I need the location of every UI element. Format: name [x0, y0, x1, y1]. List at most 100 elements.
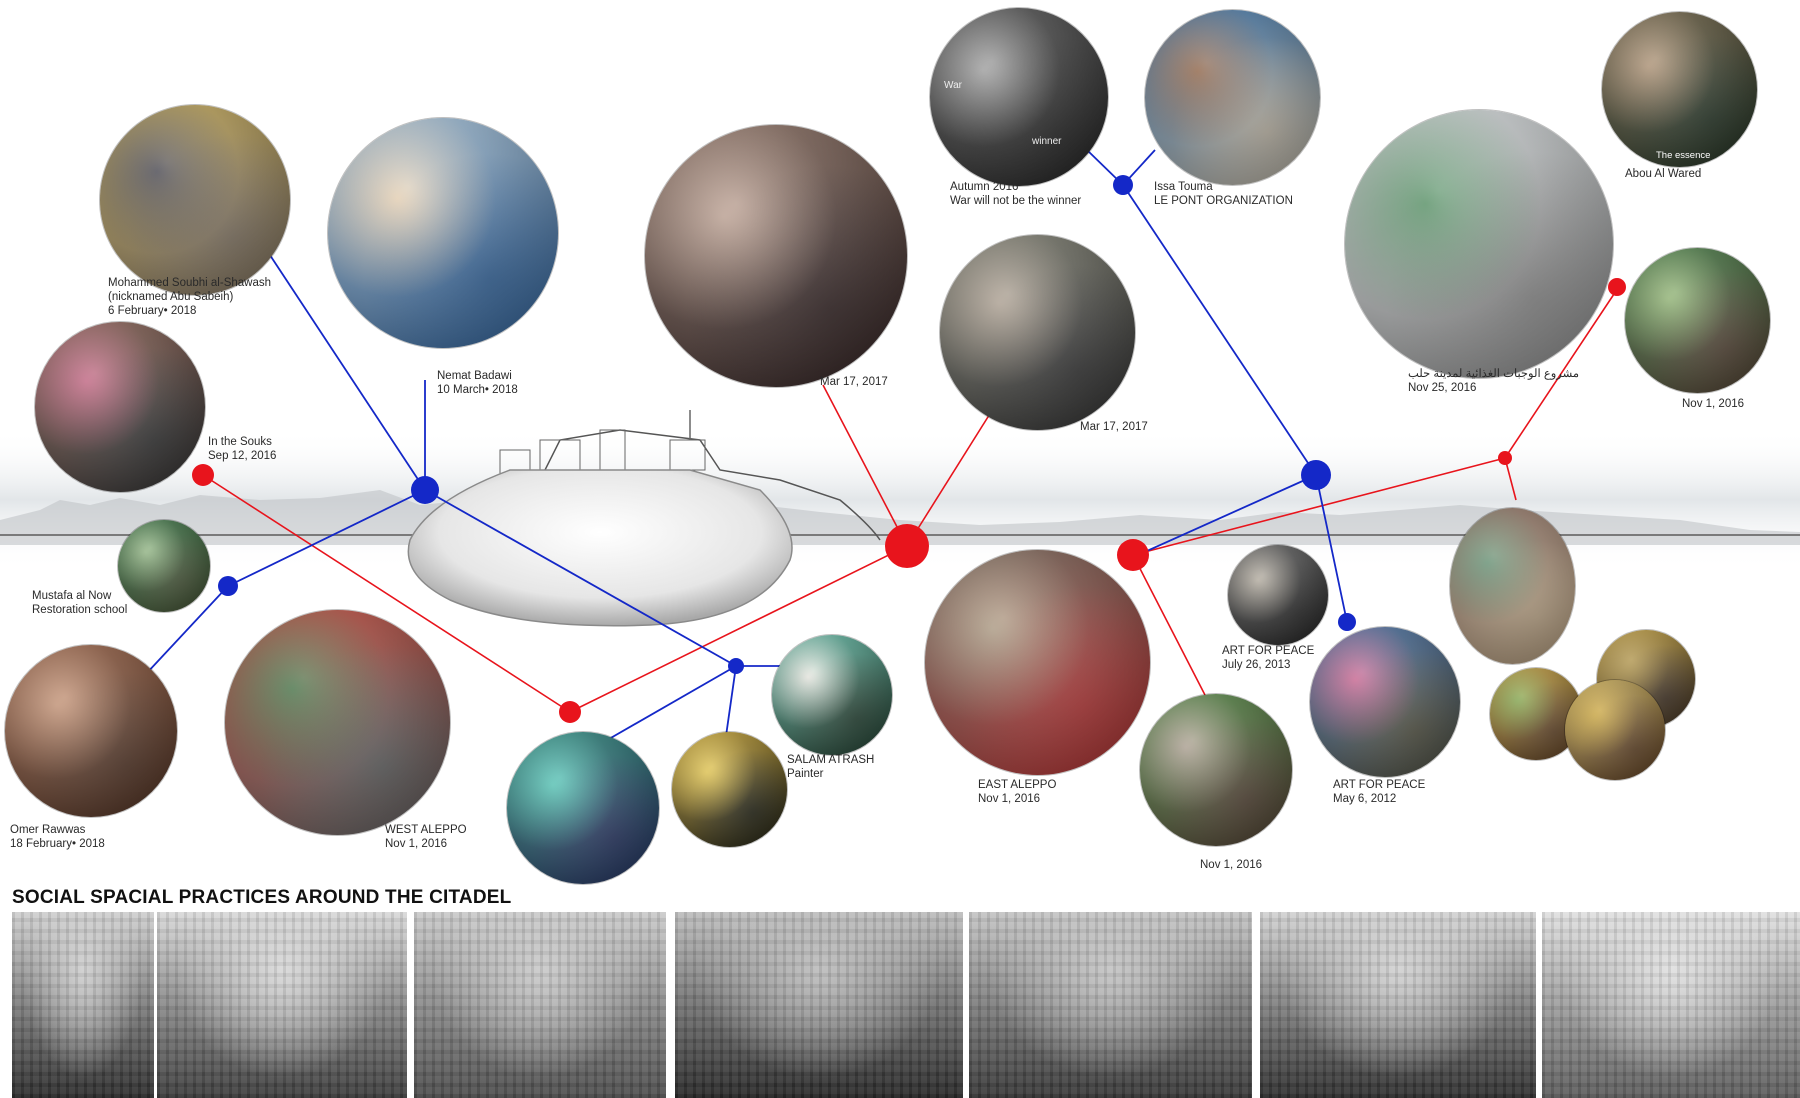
caption-line: ART FOR PEACE — [1333, 779, 1426, 791]
photo-mustafa — [118, 520, 210, 612]
red-node-east — [1117, 539, 1149, 571]
caption-line: July 26, 2013 — [1222, 659, 1291, 671]
photo-family-market — [1450, 508, 1575, 664]
strip-photo-shoes — [12, 912, 154, 1098]
caption-line: Nov 1, 2016 — [1682, 398, 1745, 410]
winner-sign-text: winner — [1032, 136, 1062, 147]
photo-issa-touma — [1145, 10, 1320, 185]
strip-photo-crowd — [1260, 912, 1536, 1098]
photo-autumn: War winner — [930, 8, 1108, 186]
photo-nemat — [328, 118, 558, 348]
caption-souks: In the Souks Sep 12, 2016 — [208, 435, 276, 463]
caption-line: Nov 1, 2016 — [978, 793, 1041, 805]
caption-east-aleppo: EAST ALEPPO Nov 1, 2016 — [978, 778, 1056, 806]
caption-line: Omer Rawwas — [10, 824, 86, 836]
caption-line: Mohammed Soubhi al-Shawash — [108, 277, 272, 289]
red-node-souks — [192, 464, 214, 486]
photo-salam-painter — [772, 635, 892, 755]
caption-line: 10 March• 2018 — [437, 384, 518, 396]
caption-west-aleppo: WEST ALEPPO Nov 1, 2016 — [385, 823, 467, 851]
caption-line: EAST ALEPPO — [978, 779, 1057, 791]
blue-network — [144, 149, 1348, 744]
caption-line: Mustafa al Now — [32, 590, 112, 602]
caption-line: Abou Al Wared — [1625, 168, 1702, 180]
caption-line: Nemat Badawi — [437, 370, 512, 382]
blue-node-issa — [1113, 175, 1133, 195]
caption-line: Mar 17, 2017 — [1080, 421, 1148, 433]
caption-abou: Abou Al Wared — [1625, 167, 1701, 181]
caption-issa: Issa Touma LE PONT ORGANIZATION — [1154, 180, 1293, 208]
photo-omer — [5, 645, 177, 817]
photo-mar17-b — [940, 235, 1135, 430]
caption-nov1-middle: Nov 1, 2016 — [1200, 858, 1262, 872]
caption-mar17-a: Mar 17, 2017 — [820, 375, 888, 389]
blue-node-salam — [728, 658, 744, 674]
strip-photo-market — [157, 912, 407, 1098]
caption-line: (nicknamed Abu Sabeih) — [108, 291, 234, 303]
red-node-right — [1498, 451, 1512, 465]
caption-line: Nov 1, 2016 — [385, 838, 448, 850]
caption-line: Painter — [787, 768, 824, 780]
caption-line: LE PONT ORGANIZATION — [1154, 195, 1293, 207]
photo-mar17-a — [645, 125, 907, 387]
red-node-nov1 — [1608, 278, 1626, 296]
caption-autumn: Autumn 2016 War will not be the winner — [950, 180, 1081, 208]
caption-mustafa: Mustafa al Now Restoration school — [32, 589, 127, 617]
photo-abou-al-wared: The essence — [1602, 12, 1757, 167]
caption-line: War will not be the winner — [950, 195, 1082, 207]
essence-text: The essence — [1656, 150, 1711, 161]
caption-line: ART FOR PEACE — [1222, 645, 1315, 657]
strip-photo-umbrellas — [414, 912, 666, 1098]
caption-art-2012: ART FOR PEACE May 6, 2012 — [1333, 778, 1425, 806]
caption-line: مشروع الوجبات الغذائية لمدينة حلب — [1408, 368, 1580, 380]
caption-line: Nov 25, 2016 — [1408, 382, 1477, 394]
caption-line: Nov 1, 2016 — [1200, 859, 1263, 871]
network-nodes — [192, 175, 1626, 723]
caption-line: 18 February• 2018 — [10, 838, 105, 850]
caption-line: May 6, 2012 — [1333, 793, 1397, 805]
caption-mar17-b: Mar 17, 2017 — [1080, 420, 1148, 434]
blue-node-mustafa — [218, 576, 238, 596]
blue-node-main — [411, 476, 439, 504]
photo-nov1-right — [1625, 248, 1770, 393]
strip-photo-backgammon — [675, 912, 963, 1098]
red-node-lower — [559, 701, 581, 723]
strip-photo-alley — [969, 912, 1252, 1098]
strip-photo-stones — [1542, 912, 1800, 1098]
caption-line: Issa Touma — [1154, 181, 1213, 193]
photo-food-kitchen — [1345, 110, 1613, 378]
photo-west-aleppo — [225, 610, 450, 835]
photo-nov1-middle — [1140, 694, 1292, 846]
photo-ceramics-3 — [1565, 680, 1665, 780]
blue-node-east — [1301, 460, 1331, 490]
photo-soubhi — [100, 105, 290, 295]
caption-line: SALAM ATRASH — [787, 754, 875, 766]
blue-node-art — [1338, 613, 1356, 631]
war-sign-text: War — [944, 80, 962, 91]
caption-line: In the Souks — [208, 436, 272, 448]
caption-omer: Omer Rawwas 18 February• 2018 — [10, 823, 105, 851]
caption-line: 6 February• 2018 — [108, 305, 197, 317]
photo-art-for-peace-2012 — [1310, 627, 1460, 777]
red-network — [202, 284, 1621, 713]
caption-arabic-project: مشروع الوجبات الغذائية لمدينة حلب Nov 25… — [1408, 367, 1579, 395]
photo-gold-mural — [672, 732, 787, 847]
caption-line: Mar 17, 2017 — [820, 376, 888, 388]
citadel-mound — [407, 469, 793, 627]
caption-salam: SALAM ATRASH Painter — [787, 753, 874, 781]
photo-flag-mural — [507, 732, 659, 884]
caption-line: Autumn 2016 — [950, 181, 1019, 193]
red-node-center — [885, 524, 929, 568]
photo-souks — [35, 322, 205, 492]
section-title: SOCIAL SPACIAL PRACTICES AROUND THE CITA… — [12, 887, 512, 908]
caption-line: WEST ALEPPO — [385, 824, 467, 836]
photo-east-aleppo — [925, 550, 1150, 775]
caption-line: Sep 12, 2016 — [208, 450, 277, 462]
photo-art-for-peace-2013 — [1228, 545, 1328, 645]
caption-nov1-right: Nov 1, 2016 — [1682, 397, 1744, 411]
caption-art-2013: ART FOR PEACE July 26, 2013 — [1222, 644, 1314, 672]
caption-line: Restoration school — [32, 604, 128, 616]
caption-nemat: Nemat Badawi 10 March• 2018 — [437, 369, 518, 397]
